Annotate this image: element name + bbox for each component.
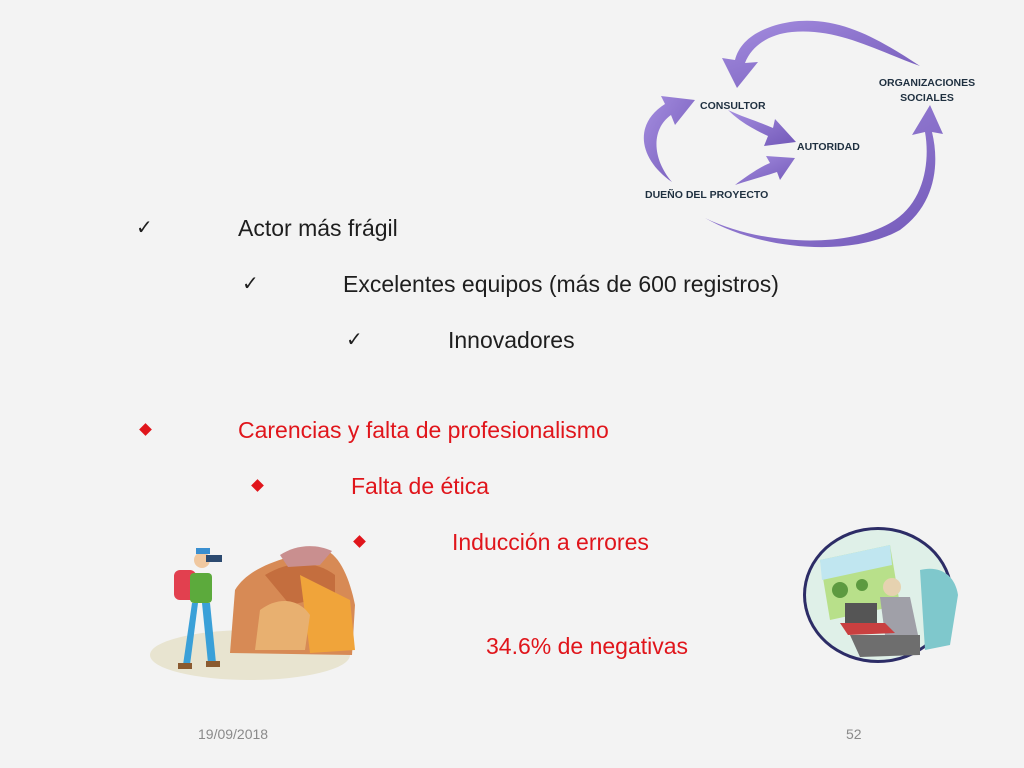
diagram-label-organizaciones-line1: ORGANIZACIONES <box>878 77 976 89</box>
stakeholder-cycle-diagram <box>643 20 943 248</box>
negatives-stat: 34.6% de negativas <box>486 633 689 659</box>
diamond-bullet-icon <box>139 423 152 436</box>
check-item-actor: Actor más frágil <box>238 215 398 241</box>
laptop-person-clipart-image <box>803 527 958 663</box>
diamond-bullet-icon <box>251 479 264 492</box>
arrow-consultor-to-autoridad <box>728 110 796 146</box>
check-icon: ✓ <box>346 327 363 351</box>
diamond-item-etica: Falta de ética <box>351 473 490 499</box>
footer-page-number: 52 <box>846 726 862 742</box>
diagram-label-organizaciones: ORGANIZACIONES SOCIALES <box>872 76 982 106</box>
arrow-dueno-to-autoridad <box>735 156 795 185</box>
diagram-label-organizaciones-line2: SOCIALES <box>900 92 954 104</box>
arrow-dueno-to-organizaciones <box>705 105 943 248</box>
footer-date: 19/09/2018 <box>198 726 269 742</box>
diagram-label-autoridad: AUTORIDAD <box>797 141 860 153</box>
check-icon: ✓ <box>136 215 153 239</box>
hiker-clipart-image <box>150 546 355 680</box>
check-item-innovadores: Innovadores <box>448 327 575 353</box>
diamond-item-induccion: Inducción a errores <box>452 529 649 555</box>
arrow-dueno-to-consultor <box>643 96 695 182</box>
check-item-equipos: Excelentes equipos (más de 600 registros… <box>343 271 779 297</box>
diagram-label-consultor: CONSULTOR <box>700 100 766 112</box>
arrow-organizaciones-to-consultor <box>722 20 920 88</box>
check-icon: ✓ <box>242 271 259 295</box>
diagram-label-dueno: DUEÑO DEL PROYECTO <box>645 189 769 201</box>
diamond-item-carencias: Carencias y falta de profesionalismo <box>238 417 609 443</box>
